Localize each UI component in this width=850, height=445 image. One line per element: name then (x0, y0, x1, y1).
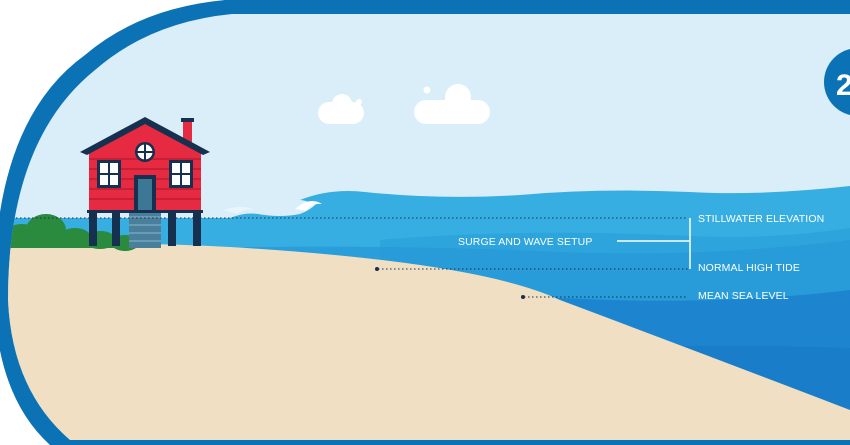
label-surge-and-wave-setup: SURGE AND WAVE SETUP (458, 236, 592, 248)
label-mean-sea-level: MEAN SEA LEVEL (698, 290, 789, 302)
mean-sea-level-dot (521, 295, 525, 299)
label-normal-high-tide: NORMAL HIGH TIDE (698, 262, 800, 274)
normal-high-tide-dot (375, 267, 379, 271)
label-stillwater-elevation: STILLWATER ELEVATION (698, 213, 824, 225)
step-badge-number: 2 (836, 69, 850, 102)
